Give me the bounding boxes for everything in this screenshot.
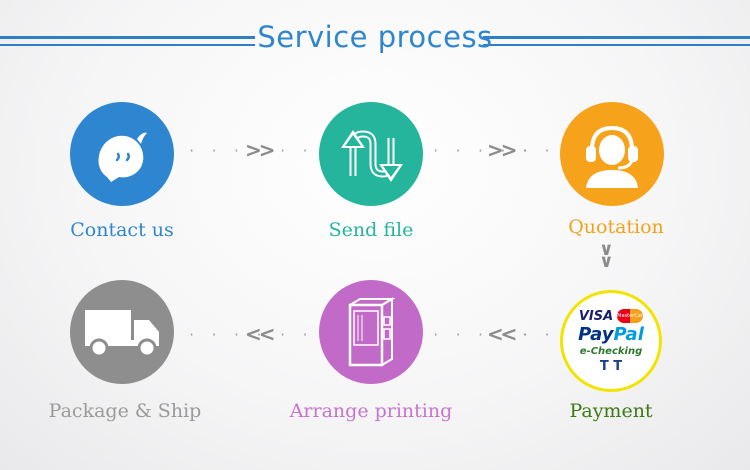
backward-arrow-2: <<: [487, 322, 517, 346]
contact-us-circle: [70, 102, 174, 206]
forward-arrow-1: >>: [245, 138, 275, 162]
connector-dots: · · ·: [279, 144, 336, 158]
quotation-circle: [560, 102, 664, 206]
page-title: Service process: [257, 20, 493, 54]
send-file-circle: [319, 102, 423, 206]
forward-arrow-2: >>: [487, 138, 517, 162]
tt-label: T T: [599, 359, 623, 374]
title-line-left: [0, 36, 255, 39]
title-line-left-2: [0, 44, 255, 46]
mastercard-logo: MasterCard: [617, 309, 646, 323]
chevron-down-icon: ∨: [599, 239, 614, 260]
step-label-arrange-printing: Arrange printing: [289, 400, 453, 422]
connector-dots: · · · · ·: [432, 328, 534, 342]
visa-logo: VISA: [578, 308, 614, 324]
delivery-truck-icon: [85, 310, 159, 358]
chat-bubble-icon: [98, 132, 147, 182]
step-label-send-file: Send file: [328, 219, 414, 241]
backward-arrow-1: <<: [245, 322, 275, 346]
echecking-label: e-Checking: [579, 346, 643, 357]
connector-dots: · · · ·: [188, 144, 267, 158]
package-ship-circle: [70, 280, 174, 384]
title-line-right: [483, 36, 750, 39]
down-arrow: ∨ ∨: [599, 239, 614, 272]
step-label-package-ship: Package & Ship: [48, 400, 202, 422]
connector-dots: · · ·: [279, 328, 336, 342]
step-label-contact-us: Contact us: [70, 219, 174, 241]
payment-circle: VISA MasterCard PayPal e-Checking T T: [560, 290, 662, 392]
title-line-right-2: [483, 44, 750, 46]
up-down-arrows-icon: [341, 130, 403, 182]
support-agent-icon: [586, 125, 638, 188]
printer-machine-icon: [348, 297, 396, 367]
step-label-payment: Payment: [569, 400, 653, 422]
connector-dots: · · · ·: [188, 328, 267, 342]
chevron-down-icon: ∨: [599, 251, 614, 272]
connector-dots: · · · · ·: [432, 144, 534, 158]
arrange-printing-circle: [319, 280, 423, 384]
paypal-logo: PayPal: [578, 324, 644, 345]
step-label-quotation: Quotation: [568, 216, 664, 238]
payment-methods-icon: VISA MasterCard PayPal e-Checking T T: [563, 309, 659, 373]
